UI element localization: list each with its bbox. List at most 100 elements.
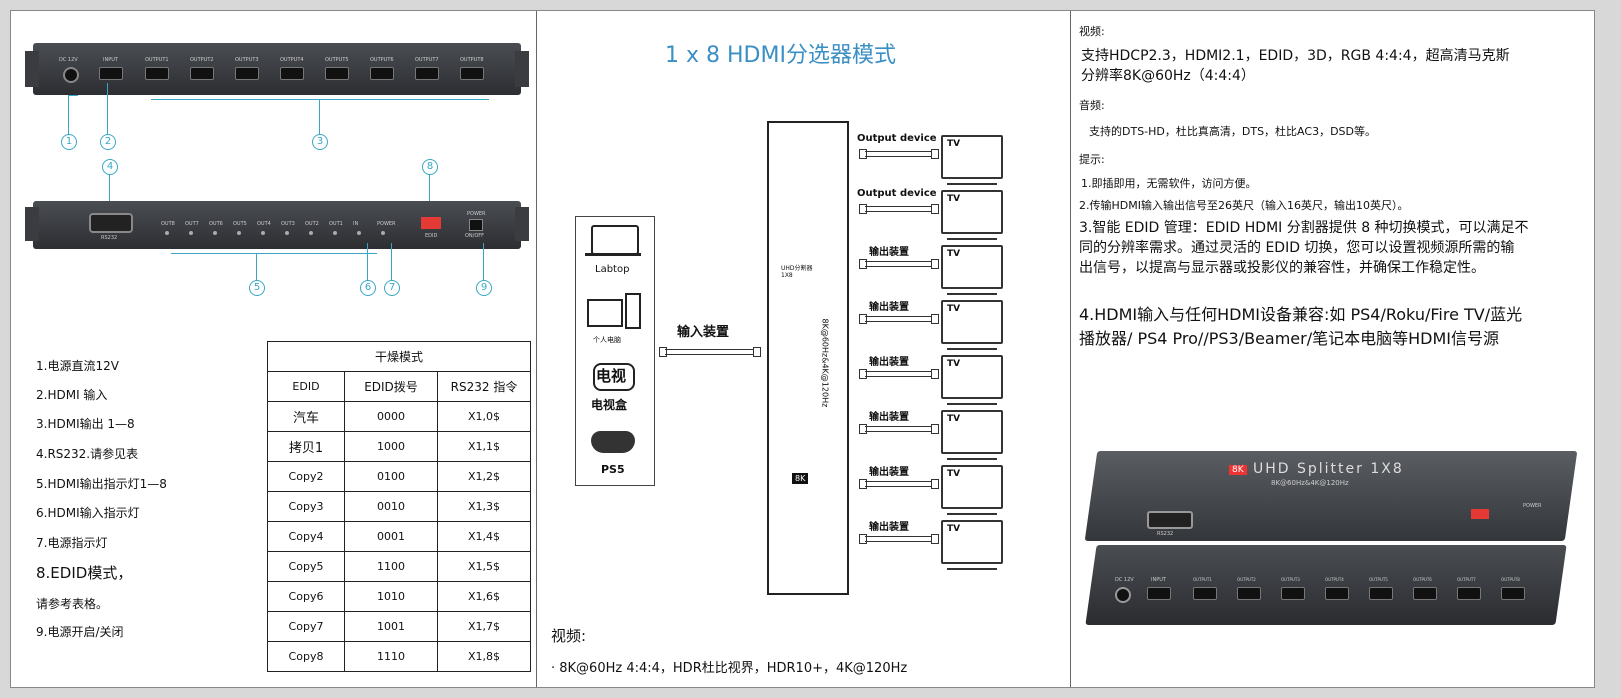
- product-output-label: OUTPUT6: [1413, 577, 1432, 582]
- legend-6: 6.HDMI输入指示灯: [36, 506, 140, 520]
- product-dc-label: DC 12V: [1115, 577, 1134, 583]
- tip-4-line-2: 播放器/ PS4 Pro//PS3/Beamer/笔记本电脑等HDMI信号源: [1079, 329, 1499, 348]
- tv-text: TV: [947, 139, 961, 149]
- tv-display-icon: TV: [941, 355, 1003, 399]
- video-spec: · 8K@60Hz 4:4:4，HDR杜比视界，HDR10+，4K@120Hz: [551, 661, 908, 676]
- product-output-port: [1193, 587, 1217, 600]
- tv-text: TV: [947, 194, 961, 204]
- output-device-label: 输出装置: [869, 302, 909, 313]
- table-cell: 0000: [344, 401, 438, 432]
- product-output-port: [1281, 587, 1305, 600]
- led-label: OUT6: [209, 221, 223, 227]
- tv-text: TV: [947, 469, 961, 479]
- tips-heading: 提示:: [1079, 153, 1105, 166]
- callout-4: 4: [102, 159, 118, 175]
- tip-2: 2.传输HDMI输入输出信号至26英尺（输入16英尺，输出10英尺）。: [1079, 199, 1409, 212]
- hdmi-output-port: [460, 67, 484, 80]
- panel-specs: 视频: 支持HDCP2.3，HDMI2.1，EDID，3D，RGB 4:4:4，…: [1071, 11, 1594, 687]
- product-output-label: OUTPUT3: [1281, 577, 1300, 582]
- hdmi-input-port: [99, 67, 123, 80]
- legend-1: 1.电源直流12V: [36, 359, 119, 373]
- video-text-1: 支持HDCP2.3，HDMI2.1，EDID，3D，RGB 4:4:4，超高清马…: [1081, 48, 1510, 64]
- callout-7: 7: [384, 280, 400, 296]
- callout-9: 9: [476, 280, 492, 296]
- led-label: OUT4: [257, 221, 271, 227]
- tv-display-icon: TV: [941, 190, 1003, 234]
- edid-dip-switch: [421, 217, 441, 229]
- splitter-box: [767, 121, 849, 595]
- output-device-label: Output device: [857, 133, 937, 144]
- dc-jack: [63, 67, 79, 83]
- callout-6: 6: [360, 280, 376, 296]
- table-cell: X1,8$: [437, 641, 531, 672]
- led-label: OUT2: [305, 221, 319, 227]
- indicator-led: [309, 231, 313, 235]
- product-rs232-label: RS232: [1157, 531, 1174, 537]
- power-switch-label: POWER: [467, 211, 486, 217]
- output-device-label: 输出装置: [869, 412, 909, 423]
- product-output-port: [1237, 587, 1261, 600]
- tv-display-icon: TV: [941, 135, 1003, 179]
- tv-text: TV: [947, 414, 961, 424]
- gamepad-icon: [591, 431, 635, 453]
- tvbox-label: 电视盒: [591, 398, 628, 412]
- legend-4: 4.RS232.请参见表: [36, 447, 139, 461]
- hdmi-output-port: [415, 67, 439, 80]
- product-output-label: OUTPUT2: [1237, 577, 1256, 582]
- table-cell: X1,3$: [437, 491, 531, 522]
- table-cell: X1,5$: [437, 551, 531, 582]
- output-label: OUTPUT3: [235, 57, 259, 63]
- tv-display-icon: TV: [941, 245, 1003, 289]
- video-heading: 视频:: [1079, 25, 1105, 38]
- panel-connection-diagram: 1 x 8 HDMI分选器模式 Labtop 个人电脑 电视 电视盒 PS5 输…: [537, 11, 1070, 687]
- pc-icon: [587, 299, 623, 327]
- indicator-led: [381, 231, 385, 235]
- tv-display-icon: TV: [941, 410, 1003, 454]
- input-label: INPUT: [103, 57, 118, 63]
- legend-5: 5.HDMI输出指示灯1—8: [36, 477, 167, 491]
- tip-3-line-3: 出信号，以提高与显示器或投影仪的兼容性，并确保工作稳定性。: [1079, 260, 1485, 276]
- output-cable: [865, 261, 931, 267]
- hdmi-output-port: [235, 67, 259, 80]
- laptop-label: Labtop: [595, 264, 630, 275]
- tv-icon: [593, 363, 635, 391]
- indicator-led: [357, 231, 361, 235]
- product-sub: 8K@60Hz&4K@120Hz: [1271, 479, 1349, 487]
- indicator-led: [189, 231, 193, 235]
- output-cable: [865, 151, 931, 157]
- dc-label: DC 12V: [59, 57, 78, 63]
- table-header-edid: EDID: [267, 371, 345, 402]
- indicator-led: [333, 231, 337, 235]
- table-title: 干燥模式: [267, 341, 531, 372]
- callout-1: 1: [61, 134, 77, 150]
- product-output-port: [1501, 587, 1525, 600]
- legend-8: 8.EDID模式，: [36, 564, 133, 582]
- product-output-label: OUTPUT5: [1369, 577, 1388, 582]
- table-header-dial: EDID拨号: [344, 371, 438, 402]
- output-device-label: 输出装置: [869, 467, 909, 478]
- product-power-label: POWER: [1523, 503, 1542, 509]
- onoff-label: ON/OFF: [465, 233, 485, 239]
- indicator-led: [165, 231, 169, 235]
- legend-7: 7.电源指示灯: [36, 536, 108, 550]
- tv-text: TV: [947, 249, 961, 259]
- table-cell: 拷贝1: [267, 431, 345, 462]
- table-cell: X1,2$: [437, 461, 531, 492]
- table-cell: 0100: [344, 461, 438, 492]
- table-header-rs232: RS232 指令: [437, 371, 531, 402]
- splitter-vertical-text: 8K@60Hz&4K@120Hz: [820, 318, 830, 408]
- splitter-badge: 8K: [792, 473, 809, 484]
- pc-label: 个人电脑: [593, 336, 621, 344]
- table-cell: 1100: [344, 551, 438, 582]
- output-device-label: Output device: [857, 188, 937, 199]
- indicator-led: [285, 231, 289, 235]
- product-output-port: [1369, 587, 1393, 600]
- table-cell: Copy2: [267, 461, 345, 492]
